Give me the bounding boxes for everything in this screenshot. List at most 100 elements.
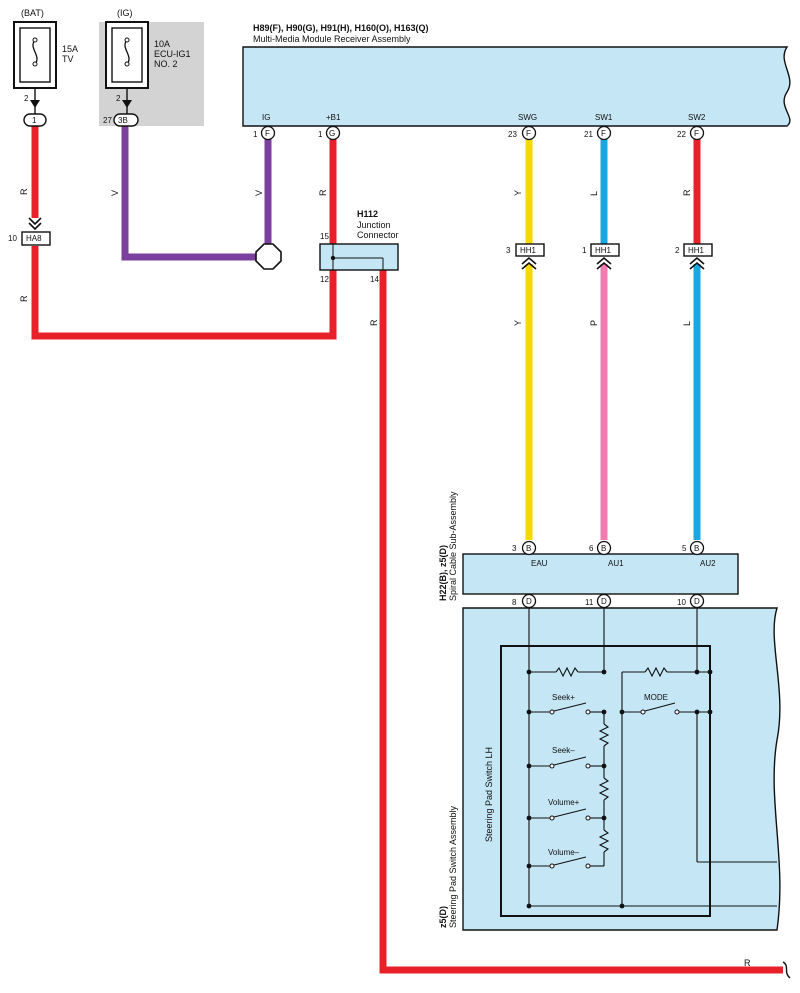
wire-code-bat-lower: R: [19, 295, 29, 302]
hh1-connector-sw2: HH1: [683, 243, 713, 270]
svg-text:D: D: [601, 597, 607, 606]
switch-seek-plus: Seek+: [552, 693, 575, 702]
spiral-bottom-pin-8: 8 D: [512, 593, 537, 609]
steering-circuit: [526, 607, 777, 909]
receiver-terminal-sw1: SW1 21 F: [584, 113, 613, 141]
spiral-name: Spiral Cable Sub-Assembly: [448, 491, 458, 601]
svg-text:F: F: [526, 129, 531, 138]
steering-code: z5(D): [438, 906, 448, 928]
bat-fuse-amp: 15A: [62, 44, 78, 54]
receiver-terminal-b1: +B1 1 G: [318, 113, 341, 141]
svg-text:21: 21: [584, 130, 593, 139]
svg-text:5: 5: [682, 544, 687, 553]
switch-volume-plus: Volume+: [548, 798, 580, 807]
wire-code-ig-left: V: [110, 190, 120, 196]
svg-text:F: F: [265, 129, 270, 138]
bat-fuse-source-label: (BAT): [21, 8, 44, 18]
ig-fuse-name-2: NO. 2: [154, 59, 178, 69]
svg-text:D: D: [526, 597, 532, 606]
ig-fuse-amp: 10A: [154, 39, 170, 49]
hh1-pin-sw2: 2: [675, 246, 680, 255]
ha8-connector: HA8: [21, 217, 51, 246]
svg-text:22: 22: [677, 130, 686, 139]
svg-text:B: B: [694, 544, 699, 553]
svg-text:23: 23: [508, 130, 517, 139]
wire-code-swg-upper: Y: [513, 190, 523, 196]
bat-fuse-name: TV: [62, 54, 74, 64]
svg-text:AU1: AU1: [608, 559, 624, 568]
svg-text:8: 8: [512, 598, 517, 607]
junction-name-1: Junction: [357, 220, 391, 230]
junction-name-2: Connector: [357, 230, 399, 240]
svg-text:3: 3: [512, 544, 517, 553]
svg-text:SWG: SWG: [518, 113, 537, 122]
spiral-codes: H22(B), z5(D): [438, 545, 448, 601]
spiral-terminal-eau: 3 B EAU: [512, 540, 548, 568]
wire-code-swg-lower: Y: [513, 320, 523, 326]
spiral-bottom-pin-10: 10 D: [677, 593, 705, 609]
switch-mode: MODE: [644, 693, 668, 702]
svg-text:HH1: HH1: [595, 246, 612, 255]
wire-code-bottom: R: [744, 958, 751, 968]
svg-text:F: F: [694, 129, 699, 138]
wire-code-ig-right: V: [254, 190, 264, 196]
svg-text:EAU: EAU: [531, 559, 548, 568]
switch-seek-minus: Seek–: [552, 746, 575, 755]
junction-pin-left: 12: [320, 275, 329, 284]
svg-text:HH1: HH1: [688, 246, 705, 255]
wire-continuation-mark: [782, 961, 791, 979]
ig-fuse-source-label: (IG): [117, 8, 133, 18]
ig-splice: [255, 243, 282, 270]
svg-text:1: 1: [253, 130, 258, 139]
ha8-pin: 10: [8, 234, 17, 243]
svg-text:1: 1: [318, 130, 323, 139]
steering-lh-label: Steering Pad Switch LH: [484, 747, 494, 842]
receiver-terminal-swg: SWG 23 F: [508, 113, 537, 141]
junction-code: H112: [357, 209, 378, 219]
junction-pin-right: 14: [370, 275, 379, 284]
svg-text:HA8: HA8: [26, 234, 42, 243]
wire-code-sw1-upper: L: [589, 191, 599, 196]
ig-connector: 3B: [113, 113, 139, 127]
receiver-box: [242, 46, 791, 127]
wire-code-b1: R: [318, 189, 328, 196]
spiral-terminal-au2: 5 B AU2: [682, 540, 716, 568]
receiver-name: Multi-Media Module Receiver Assembly: [253, 34, 411, 44]
hh1-connector-swg: HH1: [515, 243, 545, 270]
spiral-terminal-au1: 6 B AU1: [589, 540, 624, 568]
svg-text:SW1: SW1: [595, 113, 613, 122]
svg-text:HH1: HH1: [520, 246, 537, 255]
steering-lh-box: [500, 645, 711, 917]
svg-text:1: 1: [32, 116, 37, 125]
wire-code-sw2-lower: L: [682, 321, 692, 326]
svg-text:10: 10: [677, 598, 686, 607]
ig-connector-pin: 27: [103, 116, 112, 125]
svg-text:3B: 3B: [118, 116, 128, 125]
spiral-bottom-pin-11: 11 D: [585, 593, 612, 609]
wire-code-j14: R: [369, 319, 379, 326]
svg-text:D: D: [694, 597, 700, 606]
bat-fuse-pin: 2: [24, 94, 29, 103]
receiver-terminal-ig: IG 1 F: [253, 113, 276, 141]
svg-text:11: 11: [585, 598, 594, 607]
junction-pin-top: 15: [320, 232, 329, 241]
svg-text:IG: IG: [262, 113, 270, 122]
spiral-cable-box: [462, 553, 739, 595]
svg-text:B: B: [601, 544, 606, 553]
switch-volume-minus: Volume–: [548, 848, 580, 857]
ig-fuse-name-1: ECU-IG1: [154, 49, 191, 59]
svg-text:SW2: SW2: [688, 113, 706, 122]
bat-connector: 1: [23, 113, 47, 127]
hh1-pin-swg: 3: [506, 246, 511, 255]
receiver-codes: H89(F), H90(G), H91(H), H160(O), H163(Q): [253, 23, 429, 33]
steering-assembly-label: Steering Pad Switch Assembly: [448, 805, 458, 928]
svg-text:+B1: +B1: [326, 113, 341, 122]
svg-text:F: F: [601, 129, 606, 138]
wire-code-sw1-lower: P: [589, 320, 599, 326]
ig-fuse: [105, 21, 149, 89]
ig-fuse-pin: 2: [116, 94, 121, 103]
hh1-pin-sw1: 1: [582, 246, 587, 255]
wire-code-sw2-upper: R: [682, 189, 692, 196]
svg-text:6: 6: [589, 544, 594, 553]
